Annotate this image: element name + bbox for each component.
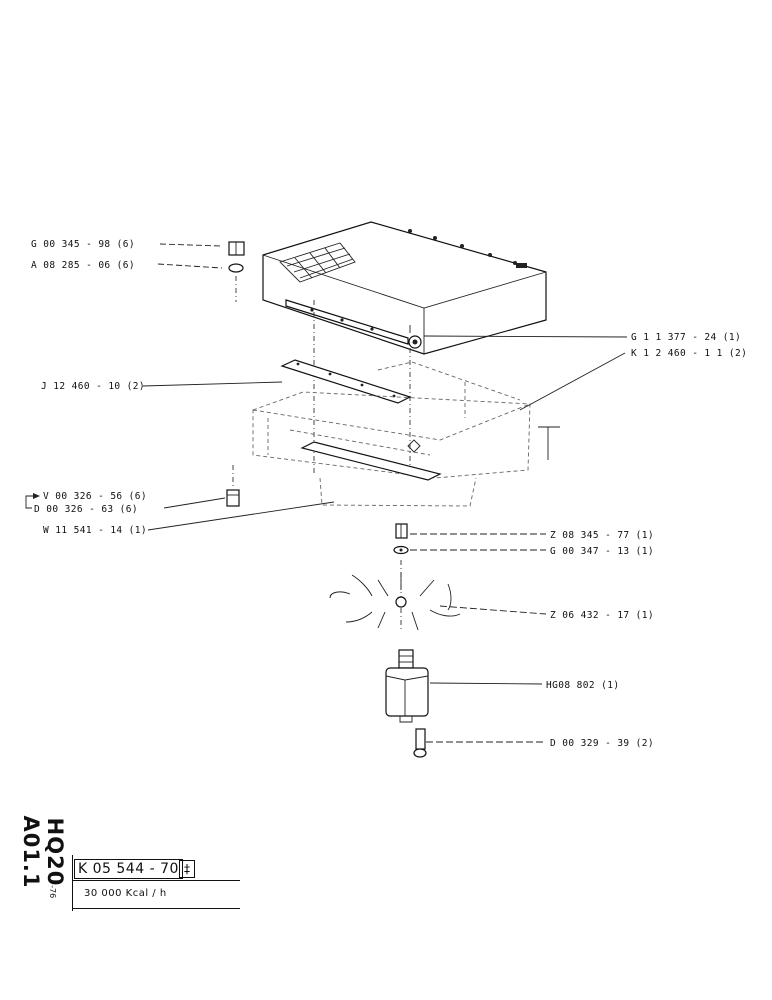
label-g-11-377-24: G 1 1 377 - 24 (1): [631, 332, 741, 343]
washer-shape: [228, 263, 244, 273]
label-z-06-432-17: Z 06 432 - 17 (1): [550, 610, 654, 621]
heat-exchanger-box: [262, 221, 547, 355]
label-d-00-329-39: D 00 329 - 39 (2): [550, 738, 654, 749]
label-k-12-460-11: K 1 2 460 - 1 1 (2): [631, 348, 747, 359]
revision-date: 7-76: [48, 880, 57, 899]
label-g-00-345-98: G 00 345 - 98 (6): [31, 239, 135, 250]
label-w-11-541-14: W 11 541 - 14 (1): [43, 525, 147, 536]
label-a-08-285-06: A 08 285 - 06 (6): [31, 260, 135, 271]
fan-nut-washer: [393, 523, 409, 555]
label-d-00-326-63: D 00 326 - 63 (6): [34, 504, 138, 515]
label-z-08-345-77: Z 08 345 - 77 (1): [550, 530, 654, 541]
spec-capacity: 30 000 Kcal / h: [84, 888, 167, 899]
phantom-frame: [252, 361, 531, 507]
label-g-00-347-13: G 00 347 - 13 (1): [550, 546, 654, 557]
title-block: K 05 544 - 70 ‡ 30 000 Kcal / h: [72, 855, 240, 911]
fan-wheel: [329, 560, 461, 632]
leader-lines: [25, 243, 628, 743]
motor: [385, 649, 429, 723]
screw: [413, 728, 427, 758]
label-v-00-326-56: V 00 326 - 56 (6): [43, 491, 147, 502]
label-hg08-802: HG08 802 (1): [546, 680, 619, 691]
document-code-text: HQ20 A01.1: [19, 815, 67, 889]
nut-washer-assembly: [228, 241, 245, 302]
bolt-shape: [226, 489, 240, 507]
boxed-dagger-icon: ‡: [179, 860, 195, 878]
bolt-assembly: [226, 465, 240, 507]
label-j-12-460-10: J 12 460 - 10 (2): [41, 381, 145, 392]
mesh-grille: [279, 242, 356, 283]
part-number: K 05 544 - 70: [74, 859, 183, 879]
mounting-rail: [280, 359, 412, 404]
nut-shape: [228, 241, 245, 256]
